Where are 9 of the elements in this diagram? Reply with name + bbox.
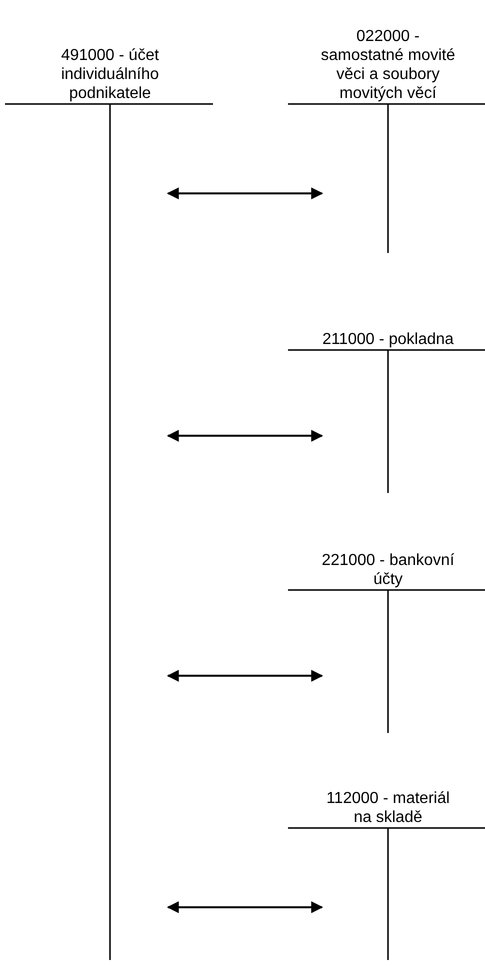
double-arrow: [166, 901, 324, 914]
double-arrow: [166, 430, 324, 442]
double-arrow: [166, 670, 324, 682]
account-title: 022000 - samostatné movité věci a soubory movitých věcí: [320, 27, 456, 103]
account-title: 211000 - pokladna: [321, 330, 455, 349]
double-arrow: [166, 187, 324, 200]
account-title: 112000 - materiál na skladě: [325, 789, 451, 827]
account-title: 491000 - účet individuálního podnikatele: [60, 46, 160, 103]
account-title: 221000 - bankovní účty: [320, 551, 456, 589]
